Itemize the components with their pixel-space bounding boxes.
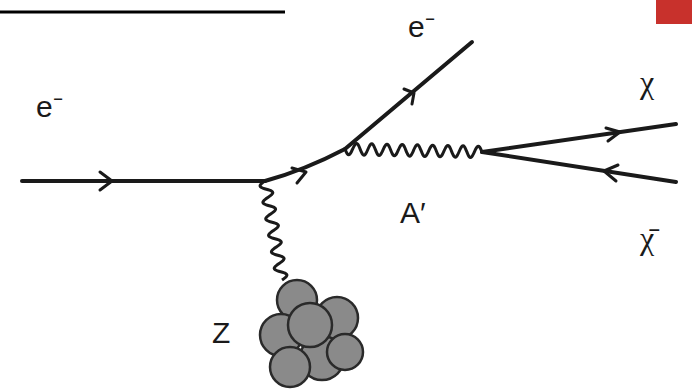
particle-label: e⁻ — [36, 90, 63, 123]
chibar-line — [482, 152, 676, 182]
nucleus — [260, 280, 363, 387]
label-holder: χ̄ — [640, 222, 654, 254]
header-rule — [0, 11, 285, 14]
photon-lines — [260, 144, 482, 280]
particle-label: χ̄ — [640, 220, 654, 256]
arrowhead — [604, 165, 618, 181]
chi-line — [482, 124, 676, 152]
corner-tab — [656, 0, 692, 24]
label-holder: e⁻ — [408, 12, 435, 42]
arrowheads — [100, 89, 620, 190]
arrowhead — [292, 168, 306, 183]
outgoing-electron — [345, 42, 472, 149]
dark-photon-line — [345, 144, 482, 158]
fermion-lines — [22, 42, 676, 182]
label-holder: χ — [640, 66, 654, 98]
mediator-label: A′ — [400, 196, 426, 229]
arrowhead — [404, 89, 414, 104]
label-holder: e⁻ — [36, 92, 63, 122]
incoming-electron — [22, 179, 265, 183]
arrowhead — [606, 128, 620, 141]
nucleon — [288, 303, 332, 347]
particle-label: χ — [640, 64, 654, 100]
nucleon — [327, 334, 363, 370]
label-holder: A′ — [400, 198, 426, 228]
virtual-photon-line — [260, 181, 287, 280]
label-holder: Z — [212, 318, 230, 348]
internal-electron — [265, 149, 345, 181]
nucleon — [270, 347, 310, 387]
nucleus-label: Z — [212, 316, 230, 349]
particle-label: e⁻ — [408, 10, 435, 43]
arrowhead — [100, 172, 112, 190]
